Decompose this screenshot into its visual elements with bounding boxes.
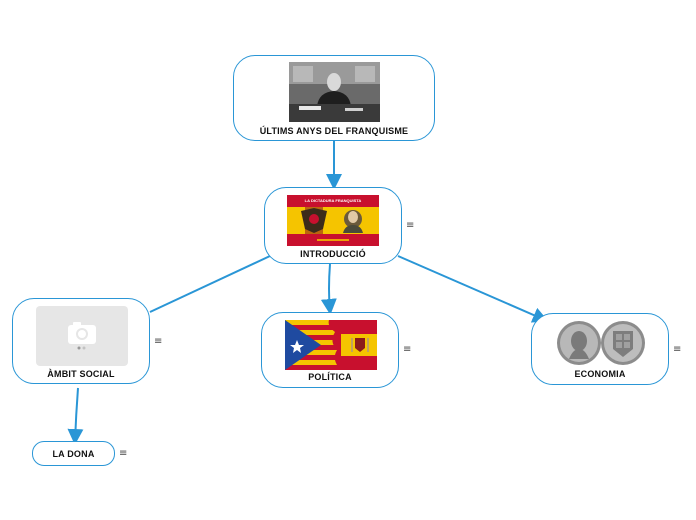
image-placeholder (36, 306, 128, 366)
menu-icon[interactable]: ≡ (119, 448, 128, 459)
node-root-label: ÚLTIMS ANYS DEL FRANQUISME (259, 126, 409, 136)
node-introduccio-label: INTRODUCCIÓ (300, 249, 366, 259)
spanish-flag-image: LA DICTADURA FRANQUISTA (287, 195, 379, 246)
node-politica-label: POLÍTICA (308, 372, 352, 382)
coin-icon (601, 321, 645, 365)
flag-caption: LA DICTADURA FRANQUISTA (304, 198, 362, 203)
connector-intro-social (149, 255, 271, 313)
camera-icon (68, 322, 96, 344)
node-la-dona[interactable]: LA DONA (32, 441, 115, 466)
node-introduccio[interactable]: LA DICTADURA FRANQUISTA INTRODUCCIÓ (264, 187, 402, 264)
menu-icon[interactable]: ≡ (403, 344, 412, 355)
node-politica[interactable]: POLÍTICA (261, 312, 399, 388)
node-la-dona-label: LA DONA (52, 449, 95, 459)
menu-icon[interactable]: ≡ (673, 344, 682, 355)
connector-intro-economia (397, 255, 549, 323)
node-ambit-social-label: ÀMBIT SOCIAL (47, 369, 115, 379)
connector-intro-politica (320, 263, 337, 315)
coin-icon (557, 321, 601, 365)
node-ambit-social[interactable]: ÀMBIT SOCIAL (12, 298, 150, 384)
estelada-flag-image (285, 320, 377, 370)
node-root[interactable]: ÚLTIMS ANYS DEL FRANQUISME (233, 55, 435, 141)
menu-icon[interactable]: ≡ (406, 220, 415, 231)
connector-social-dona (67, 387, 84, 445)
menu-icon[interactable]: ≡ (154, 336, 163, 347)
portrait-photo (289, 62, 380, 122)
node-economia-label: ECONOMIA (574, 369, 626, 379)
node-economia[interactable]: ECONOMIA (531, 313, 669, 385)
coins-image (555, 319, 647, 367)
